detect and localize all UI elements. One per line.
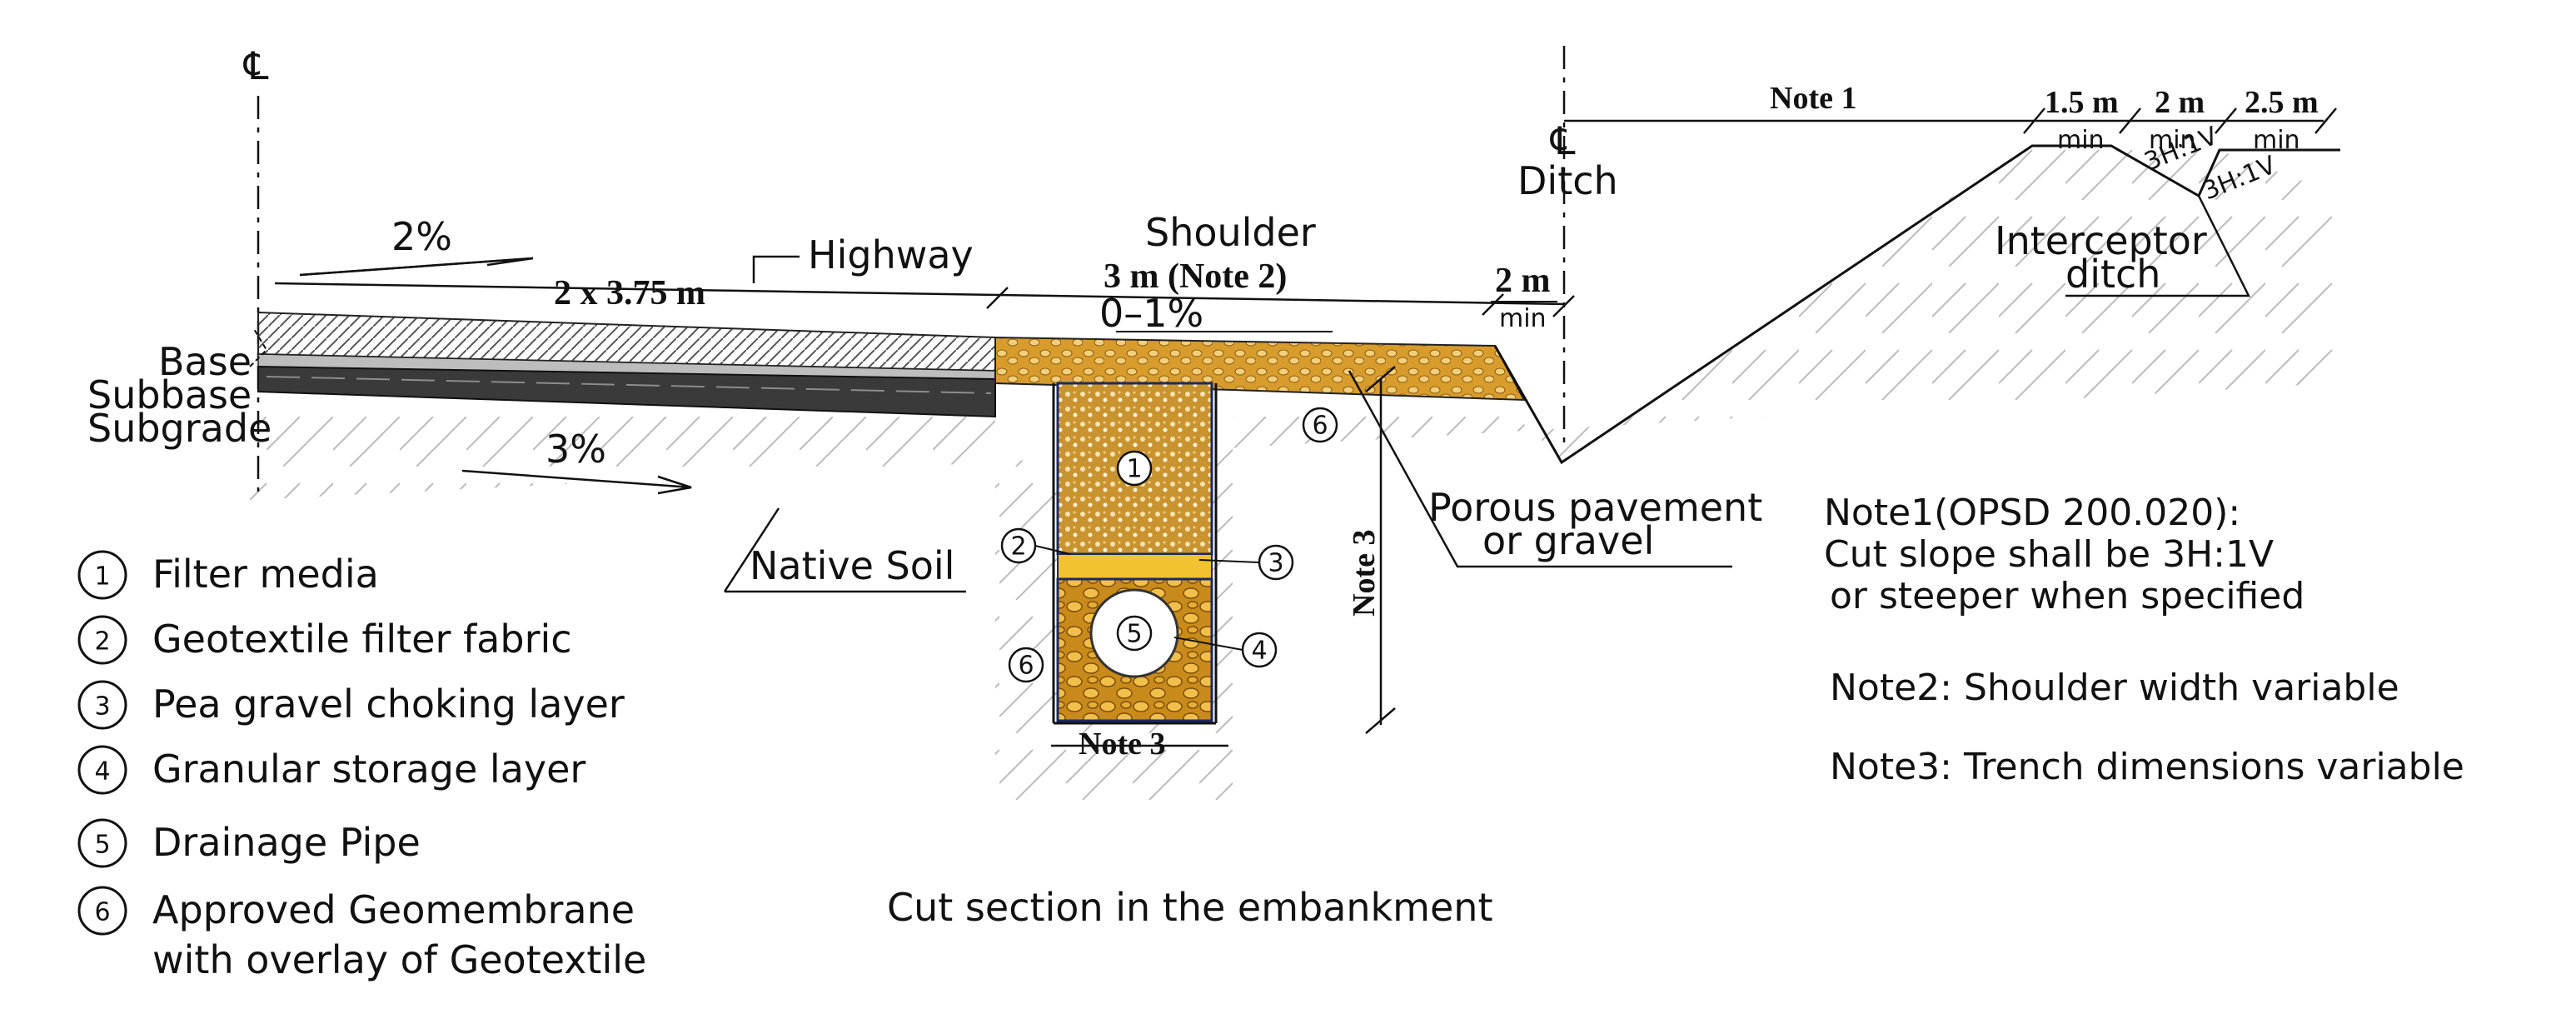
note1-line3: or steeper when specified (1830, 575, 2304, 617)
dim-note1-tick-a (2023, 107, 2045, 134)
callout-5-num: 5 (1126, 620, 1142, 649)
shoulder-slope-label: 0–1% (1099, 291, 1203, 336)
note1-line2: Cut slope shall be 3H:1V (1824, 533, 2274, 576)
notes-block: Note1(OPSD 200.020): Cut slope shall be … (1824, 492, 2464, 788)
legend-text-2: Geotextile filter fabric (152, 617, 572, 662)
slope-arrow-3pct (461, 469, 692, 489)
note2: Note2: Shoulder width variable (1830, 667, 2399, 709)
legend-num-3: 3 (94, 692, 110, 722)
native-soil-leader (723, 507, 780, 592)
slope-label-2pct: 2% (391, 214, 452, 259)
dim-2m-shoulder: 2 m (1495, 262, 1551, 300)
dim-note3-tick-top (1365, 366, 1396, 392)
legend-text-3: Pea gravel choking layer (152, 682, 625, 727)
dim-2-5m: 2.5 m (2245, 85, 2319, 120)
callout-4-num: 4 (1251, 637, 1267, 666)
dim-note3-vertical-label: Note 3 (1347, 530, 1382, 617)
legend-text-5: Drainage Pipe (152, 820, 421, 865)
legend-num-6: 6 (94, 898, 110, 927)
shoulder-width-label: 3 m (Note 2) (1104, 257, 1287, 296)
ditch-label: Ditch (1517, 158, 1618, 203)
dim-highway-width (274, 282, 1567, 306)
dim-tick-2 (1482, 293, 1504, 316)
note3: Note3: Trench dimensions variable (1830, 746, 2464, 788)
asphalt-layer (257, 365, 996, 418)
dim-2m-top: 2 m (2155, 85, 2205, 120)
callout-4-leader (1173, 637, 1243, 651)
legend-circle-4 (77, 745, 127, 795)
legend-circle-5 (77, 818, 127, 868)
centerline-symbol-ditch: ℄ (1550, 118, 1576, 163)
subbase-label: Subbase (87, 372, 252, 417)
min-shoulder: min (1499, 304, 1547, 333)
trench-pea-gravel (1057, 553, 1213, 580)
porous-label-2: or gravel (1482, 518, 1654, 563)
legend-text-6a: Approved Geomembrane (152, 887, 635, 932)
callout-3-num: 3 (1268, 549, 1283, 578)
legend-circle-6 (77, 886, 127, 936)
interceptor-label-1: Interceptor (1995, 218, 2207, 263)
dim-note1-tick-d (2314, 107, 2337, 134)
note1-line1: Note1(OPSD 200.020): (1824, 492, 2240, 534)
callout-2-leader (1034, 545, 1071, 555)
native-soil-label: Native Soil (750, 543, 954, 588)
shoulder-label: Shoulder (1145, 210, 1316, 255)
min-label-2: min (2149, 126, 2196, 155)
legend-circle-1 (77, 550, 127, 600)
slope-label-3pct: 3% (546, 427, 606, 472)
callout-1 (1116, 450, 1153, 487)
dim-tick-3 (1552, 295, 1575, 317)
legend-num-4: 4 (94, 757, 110, 787)
legend-num-2: 2 (94, 627, 110, 657)
porous-label-1: Porous pavement (1428, 485, 1762, 530)
asphalt-highlight (266, 376, 992, 394)
base-label: Base (158, 339, 252, 384)
legend-text-6b: with overlay of Geotextile (152, 937, 646, 982)
slope-underline-2pct (299, 257, 534, 277)
native-soil-left (250, 142, 2332, 800)
highway-width-label: 2 x 3.75 m (554, 274, 705, 312)
min-label-1: min (2057, 126, 2105, 155)
interceptor-label-2: ditch (2065, 252, 2160, 297)
dim-note3-tick-bot (1365, 707, 1396, 734)
legend-num-5: 5 (94, 831, 110, 860)
legend-circle-3 (77, 680, 127, 730)
legend-text-1: Filter media (152, 552, 379, 597)
dim-note3-bottom-label: Note 3 (1079, 727, 1165, 762)
ditch-profile (1493, 144, 2340, 465)
highway-label: Highway (808, 232, 974, 277)
legend-circle-2 (77, 615, 127, 665)
callout-6-shoulder-num: 6 (1312, 412, 1328, 441)
callout-3-leader (1198, 559, 1260, 563)
dim-note1-label: Note 1 (1770, 81, 1856, 116)
dim-note1-tick-c (2215, 107, 2237, 134)
callout-5 (1116, 615, 1153, 652)
centerline-symbol-left: ℄ (243, 43, 269, 88)
highway-leader (752, 255, 800, 283)
min-label-3: min (2253, 126, 2300, 155)
porous-leader (1348, 370, 1732, 568)
dim-1-5m: 1.5 m (2045, 85, 2119, 120)
callout-2-num: 2 (1010, 532, 1026, 562)
legend-text-4: Granular storage layer (152, 747, 585, 792)
callout-1-num: 1 (1126, 455, 1142, 484)
legend: 1 Filter media 2 Geotextile filter fabri… (77, 550, 646, 982)
subgrade-label: Subgrade (87, 406, 272, 451)
dim-tick-1 (986, 287, 1009, 309)
callout-6-trench (1008, 647, 1044, 683)
slope-arrowhead-3pct (657, 475, 692, 495)
callout-6-trench-num: 6 (1018, 652, 1034, 681)
legend-num-1: 1 (94, 562, 110, 592)
interceptor-ditch-leader (2065, 195, 2251, 297)
dim-note1-tick-b (2119, 107, 2141, 134)
callout-6-shoulder (1302, 407, 1338, 443)
diagram-caption: Cut section in the embankment (887, 885, 1493, 930)
